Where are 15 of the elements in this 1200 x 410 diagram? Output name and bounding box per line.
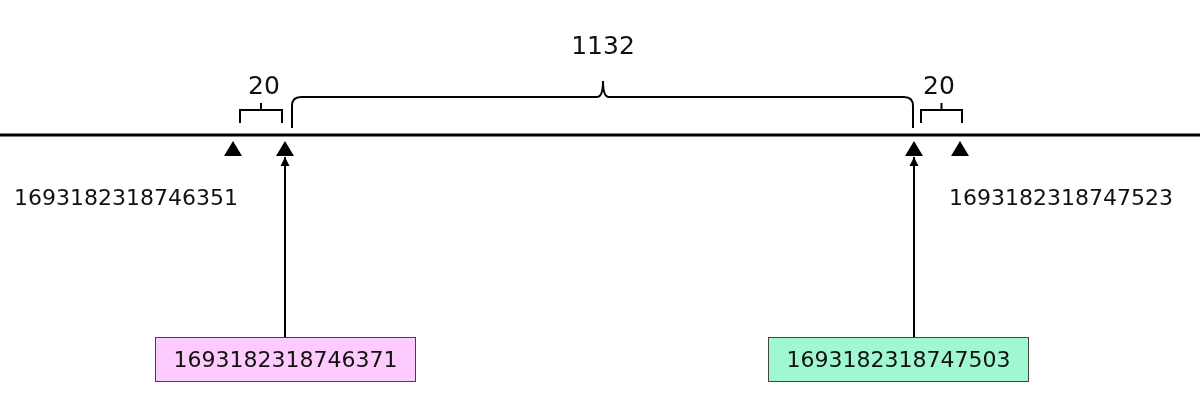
timestamp-box [155, 337, 416, 382]
timestamp-box [768, 337, 1029, 382]
dimension-label: 20 [247, 71, 281, 101]
triangle-marker [276, 141, 294, 156]
timestamp-text: 1693182318746371 [173, 346, 398, 373]
dimension-label: 1132 [570, 31, 636, 61]
dimension-label: 20 [922, 71, 956, 101]
arrow [909, 156, 919, 338]
triangle-marker [951, 141, 969, 156]
timestamp-label: 1693182318746351 [14, 185, 238, 211]
timestamp-text: 1693182318747503 [786, 346, 1011, 373]
triangle-marker [224, 141, 242, 156]
arrow [280, 156, 290, 338]
triangle-marker [905, 141, 923, 156]
timestamp-label: 1693182318747523 [949, 185, 1173, 211]
